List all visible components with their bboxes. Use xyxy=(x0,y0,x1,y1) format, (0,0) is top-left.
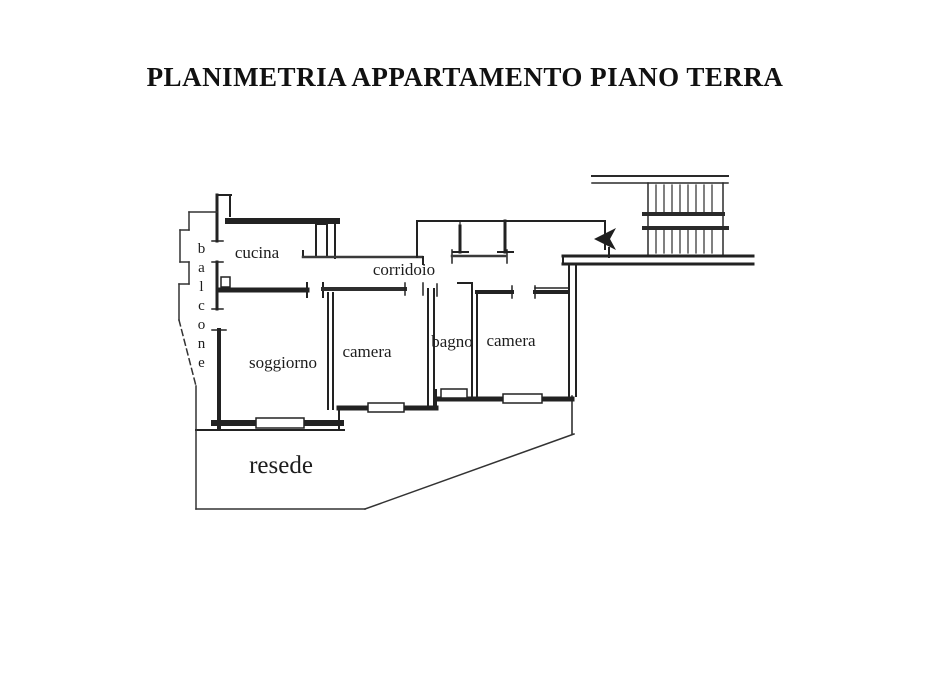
window-soggiorno xyxy=(255,417,305,429)
outer-walls xyxy=(211,193,340,429)
room-label-bagno: bagno xyxy=(431,332,473,351)
window-bagno xyxy=(440,388,468,399)
window-camera-1 xyxy=(367,402,405,413)
entrance-arrow-icon xyxy=(594,228,616,258)
balcony-outline xyxy=(178,211,218,431)
page-title: PLANIMETRIA APPARTAMENTO PIANO TERRA xyxy=(146,62,784,92)
room-label-soggiorno: soggiorno xyxy=(249,353,317,372)
window-camera-2 xyxy=(502,393,543,404)
stairs-icon xyxy=(591,175,729,255)
interior-walls xyxy=(218,219,755,435)
pillar xyxy=(315,223,328,258)
room-label-balcone: balcone xyxy=(193,241,210,374)
room-label-resede: resede xyxy=(249,452,313,479)
room-label-camera-2: camera xyxy=(486,331,536,350)
room-label-cucina: cucina xyxy=(234,243,280,262)
property-boundary xyxy=(195,429,575,510)
bottom-walls xyxy=(195,388,575,431)
room-label-camera-1: camera xyxy=(342,342,392,361)
room-label-corridoio: corridoio xyxy=(372,260,436,279)
